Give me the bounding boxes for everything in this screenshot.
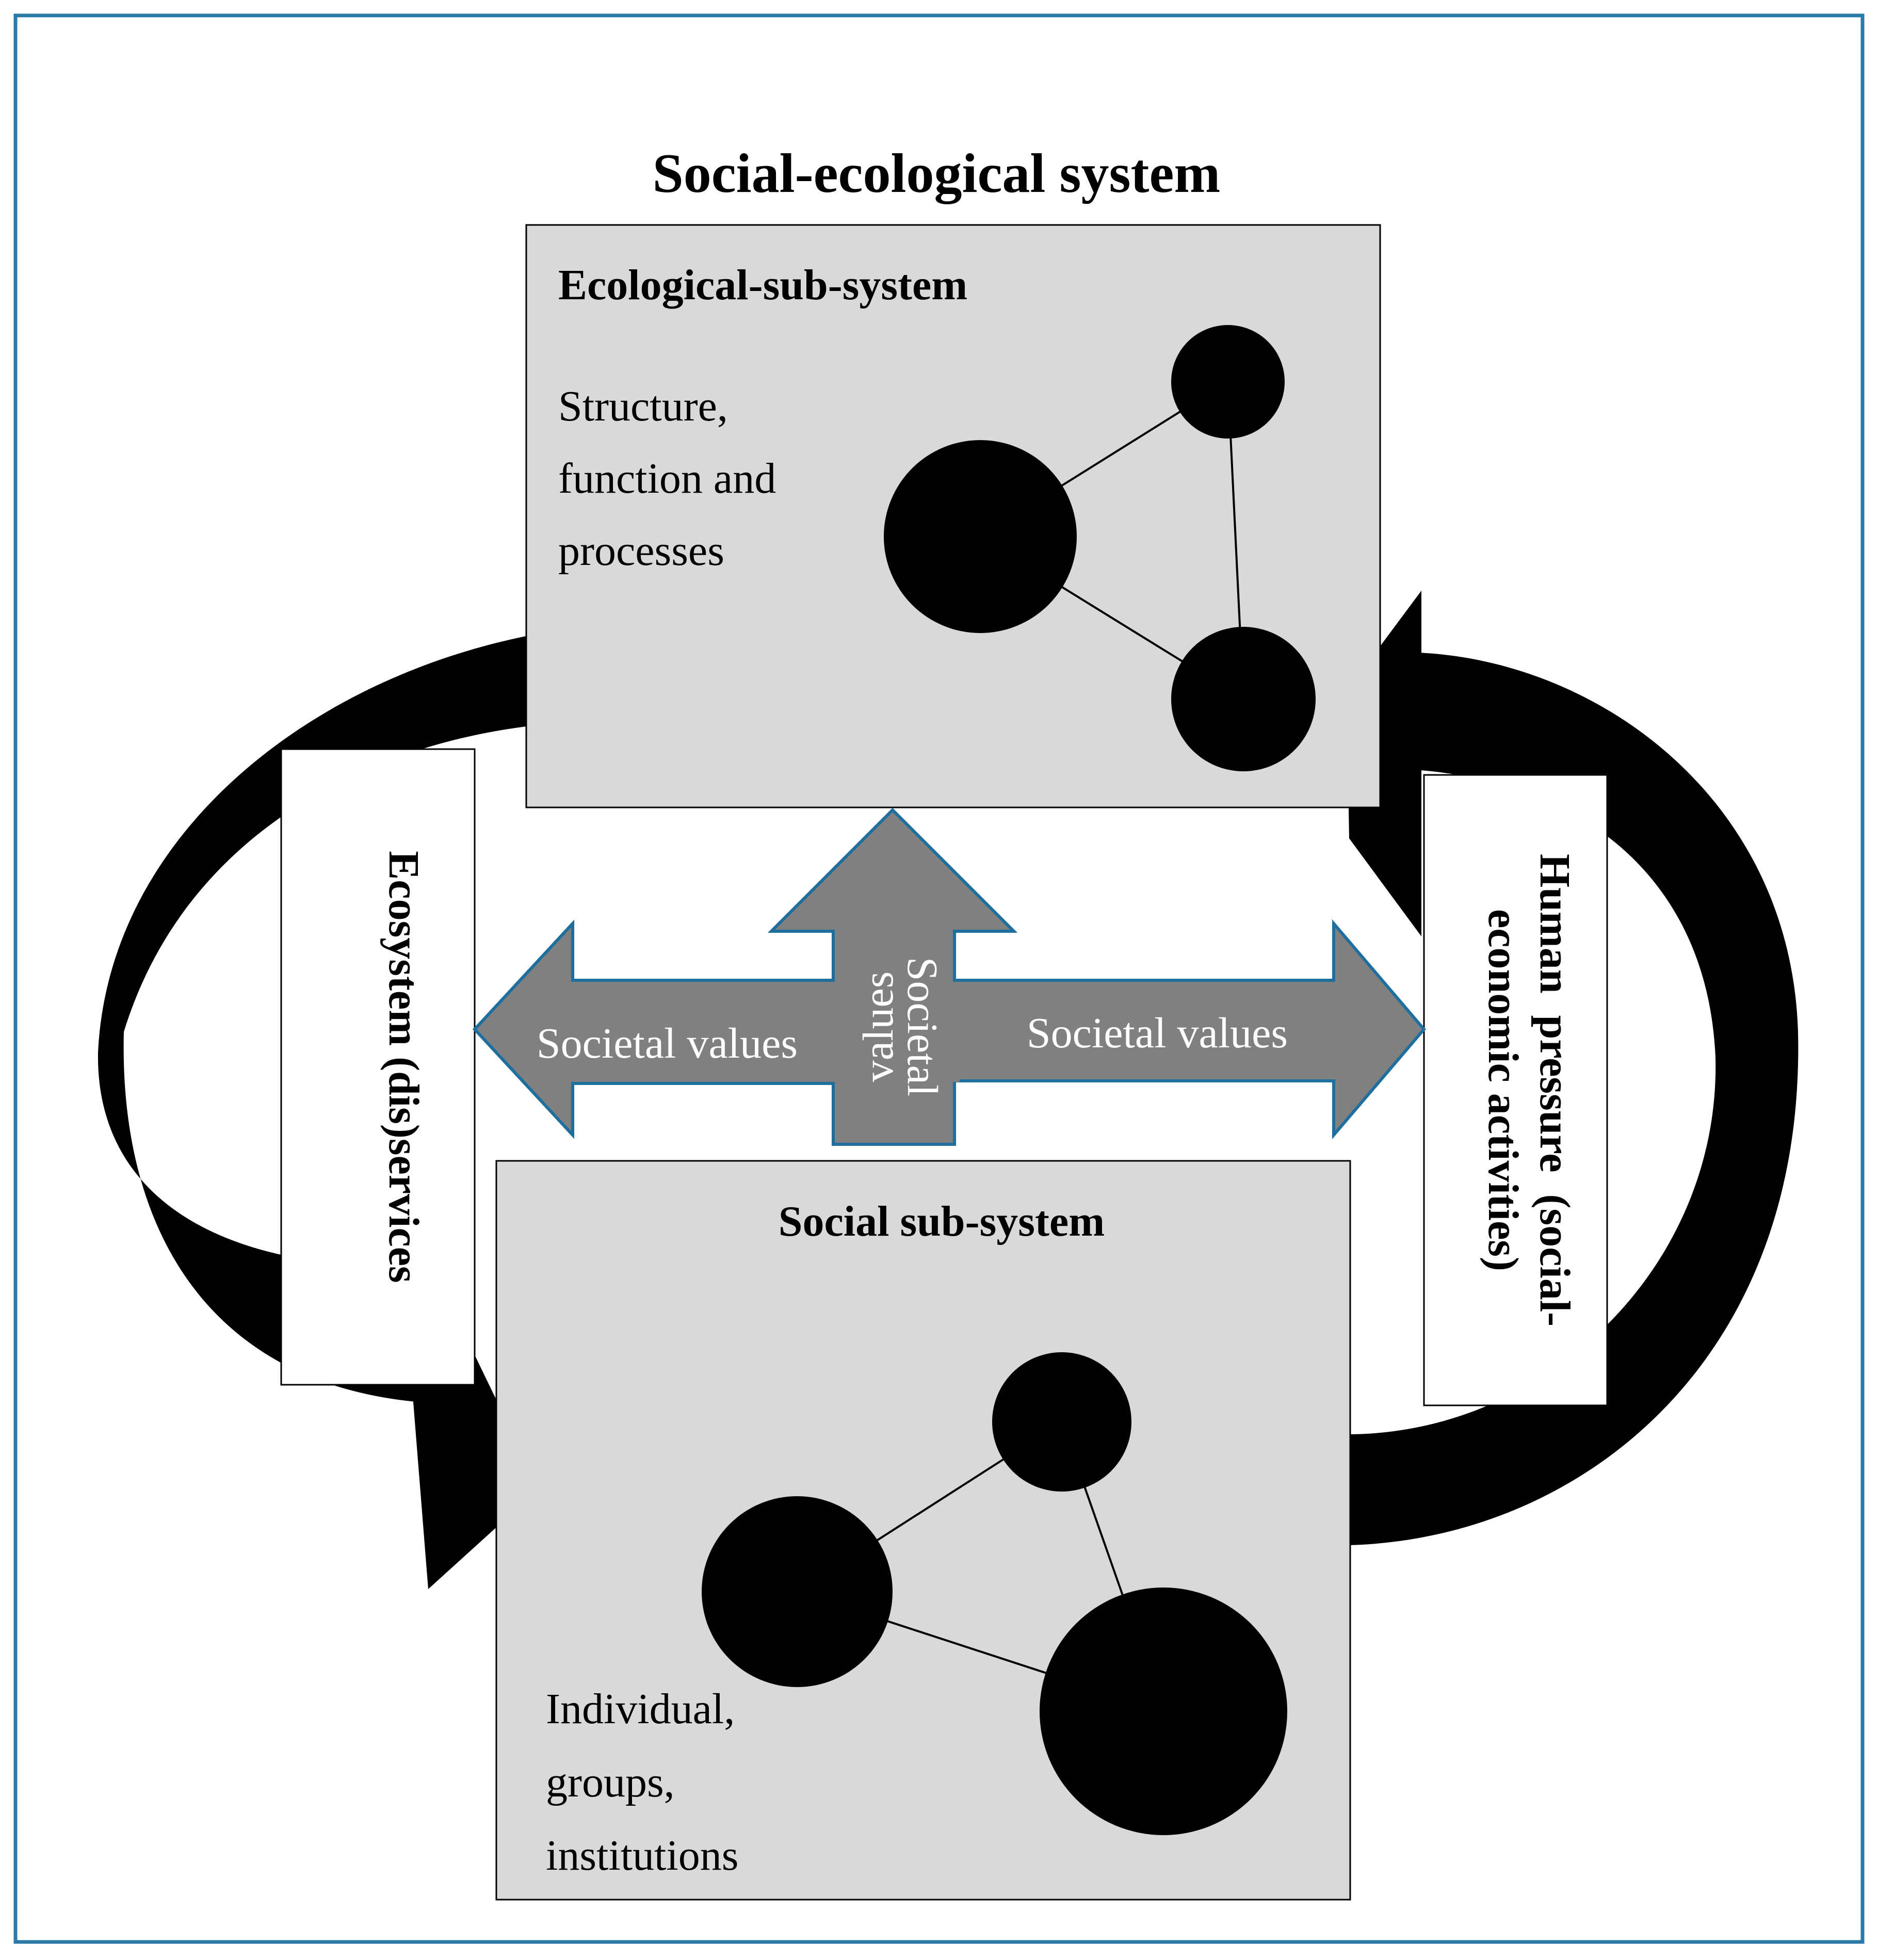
ecological-description-line-2: function and [558,455,776,503]
ecological-node-medium [1171,627,1316,771]
societal-values-left-label: Societal values [537,1019,798,1067]
ecosystem-services-label-box [280,748,476,1386]
social-sub-system: Social sub-system Individual, groups, in… [495,1160,1351,1901]
human-pressure-label-line-1: Human pressure (social- [1531,854,1579,1326]
societal-values-up-label-line-2: values [854,971,902,1082]
social-network [702,1352,1287,1835]
ecological-description-line-3: processes [558,527,724,575]
ecological-node-small [1171,325,1285,439]
social-node-large [1040,1588,1287,1835]
social-node-medium [702,1496,893,1687]
social-description-line-3: institutions [546,1832,738,1880]
diagram-title: Social-ecological system [653,143,1221,204]
societal-values-right-label: Societal values [1027,1009,1288,1057]
societal-values-up-label-line-1: Societal [898,957,946,1097]
ecological-network [884,325,1316,771]
social-description-line-1: Individual, [546,1685,735,1733]
social-description-line-2: groups, [546,1758,675,1806]
social-node-small [992,1352,1131,1492]
right-flow-arrowhead-tip [1347,591,1421,774]
ecological-sub-system: Ecological-sub-system Structure, functio… [525,224,1381,808]
societal-values-up-label: Societal values [854,957,946,1097]
human-pressure-label: Human pressure (social- economic activit… [1479,854,1579,1326]
ecological-heading: Ecological-sub-system [558,261,967,309]
arrow-join-fill [828,982,960,1082]
right-flow-arc [1348,652,1799,1545]
human-pressure-label-box [1423,774,1608,1406]
ecosystem-services-label: Ecosystem (dis)services [380,851,428,1283]
human-pressure-label-line-2: economic activities) [1479,909,1527,1271]
societal-values-right-arrow [953,919,1426,1140]
ecological-description-line-1: Structure, [558,382,728,430]
ecological-node-large [884,440,1077,633]
left-flow-arc [98,634,539,1403]
societal-values-left-arrow [472,919,835,1139]
central-arrows: Societal values Societal values Societal… [472,807,1426,1146]
social-heading: Social sub-system [779,1197,1105,1245]
